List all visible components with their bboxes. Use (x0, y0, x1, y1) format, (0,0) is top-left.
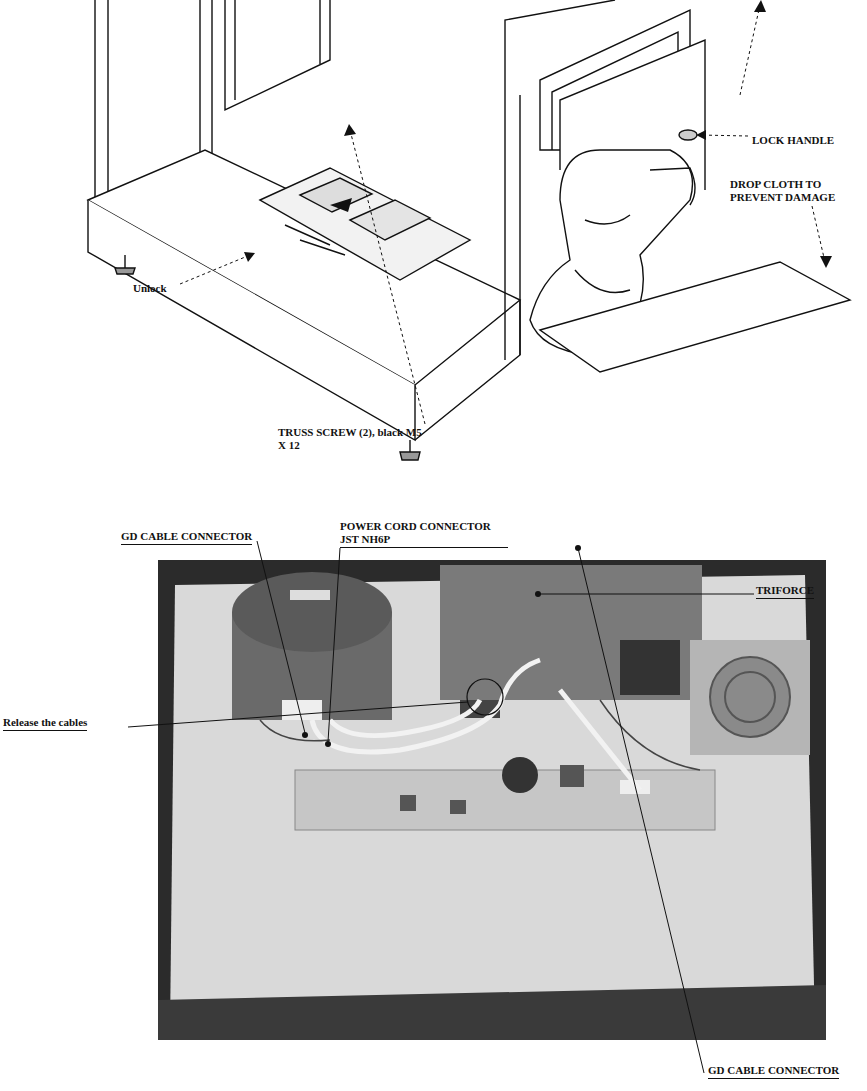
part-label: TRIFORCE (756, 584, 814, 599)
action-label: Release the cables (3, 716, 87, 731)
seat-removal-illustration (0, 0, 867, 520)
connector-label: POWER CORD CONNECTOR JST NH6P (340, 520, 508, 548)
label-holder: Unlock (133, 278, 167, 296)
label-holder: TRUSS SCREW (2), black M5 X 12 (278, 426, 428, 452)
label-holder: DROP CLOTH TO PREVENT DAMAGE (730, 178, 848, 204)
action-label: Unlock (133, 282, 167, 295)
label-holder: POWER CORD CONNECTOR JST NH6P (340, 520, 508, 548)
connector-label: GD CABLE CONNECTOR (121, 530, 252, 545)
part-label: TRUSS SCREW (2), black M5 X 12 (278, 426, 428, 452)
note-label: DROP CLOTH TO PREVENT DAMAGE (730, 178, 848, 204)
label-holder: GD CABLE CONNECTOR (121, 526, 252, 545)
part-label: LOCK HANDLE (752, 134, 834, 147)
connector-label: GD CABLE CONNECTOR (708, 1064, 839, 1079)
label-holder: TRIFORCE (756, 580, 814, 599)
label-holder: Release the cables (3, 712, 87, 731)
label-holder: LOCK HANDLE (752, 130, 834, 148)
label-holder: GD CABLE CONNECTOR (708, 1060, 839, 1079)
